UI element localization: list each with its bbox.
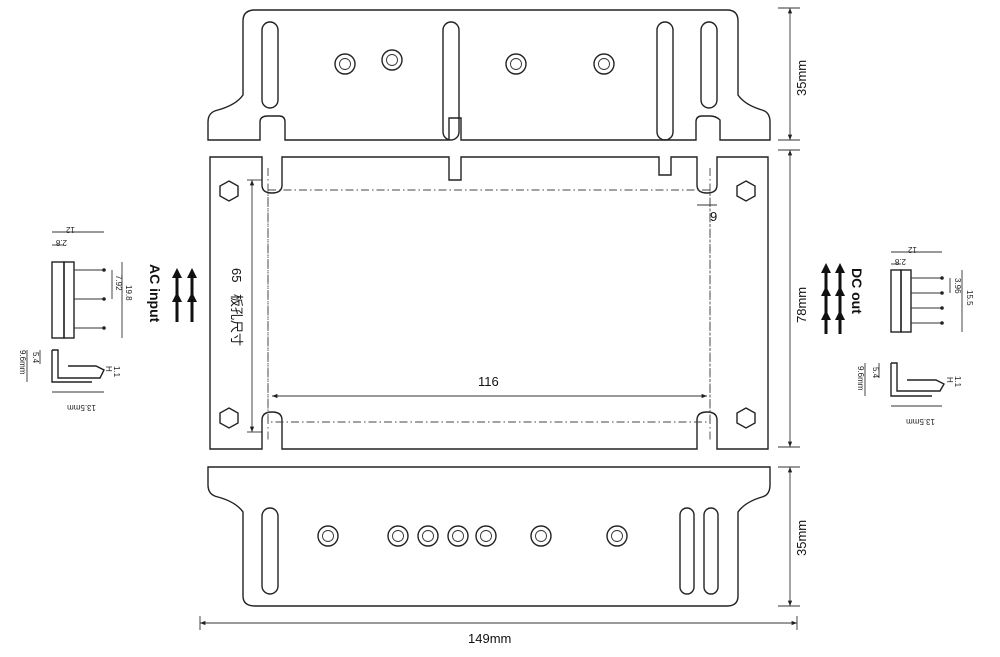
dc-length: 13.5mm xyxy=(906,417,935,426)
ac-connector-side-view: 5.4 9.6mm 1.1 H 13.5mm xyxy=(18,349,121,412)
dimension-9: 9 xyxy=(697,204,717,224)
dimension-116-label: 116 xyxy=(478,374,499,389)
dimension-65: 65 板孔尺寸 xyxy=(229,179,262,433)
hex-nut-bl xyxy=(219,407,239,429)
ac-body-depth: 2.8 xyxy=(55,238,67,247)
dc-side-height: 5.4 xyxy=(871,367,880,379)
dc-connector-top-view: 12 2.8 3.96 15.5 xyxy=(890,245,974,333)
width-dimension: 149mm xyxy=(199,616,798,646)
dimension-9-label: 9 xyxy=(710,209,717,224)
middle-plate: 65 板孔尺寸 116 9 xyxy=(209,156,769,450)
ac-input-label: AC input xyxy=(147,264,163,323)
ac-side-height: 5.4 xyxy=(31,352,40,364)
ac-length: 13.5mm xyxy=(67,403,96,412)
ac-connector-top-view: 12 2.8 7.92 19.8 xyxy=(51,225,133,339)
total-width-label: 149mm xyxy=(468,631,511,646)
bottom-slot-right-b xyxy=(703,507,719,595)
hex-nut-br xyxy=(736,407,756,429)
bottom-mounting-holes xyxy=(317,525,628,547)
dc-out-arrows xyxy=(821,263,845,334)
ac-overall-height: 19.8 xyxy=(124,285,133,301)
bottom-slot-left xyxy=(261,507,279,595)
bottom-slot-right-a xyxy=(679,507,695,595)
middle-height-label: 78mm xyxy=(794,287,809,323)
dimension-116: 116 xyxy=(272,374,707,399)
ac-input-section: AC input 12 2.8 7.92 19.8 5.4 9.6mm xyxy=(18,225,197,412)
dc-body-depth: 2.8 xyxy=(894,257,906,266)
bottom-height-label: 35mm xyxy=(794,520,809,556)
top-slot-left xyxy=(261,21,279,109)
dc-side-total: 9.6mm xyxy=(856,366,865,391)
dc-overall-height: 15.5 xyxy=(965,290,974,306)
dc-pin-length: 12 xyxy=(908,245,917,254)
top-slot-right-inner xyxy=(656,21,674,141)
dc-lead: 1.1 xyxy=(953,376,962,388)
top-slot-right xyxy=(700,21,718,109)
ac-pin-pitch: 7.92 xyxy=(114,275,123,291)
dc-connector-side-view: 5.4 9.6mm 1.1 H 13.5mm xyxy=(856,362,962,426)
hex-nut-tr xyxy=(736,180,756,202)
pcb-hole-outline xyxy=(267,168,711,440)
ac-h-mark: H xyxy=(104,366,113,372)
dc-out-label: DC out xyxy=(849,268,865,314)
ac-pin-length: 12 xyxy=(66,225,75,234)
top-mounting-holes xyxy=(334,49,615,75)
top-height-label: 35mm xyxy=(794,60,809,96)
ac-input-arrows xyxy=(172,268,197,322)
hex-nut-tl xyxy=(219,180,239,202)
dc-pin-pitch: 3.96 xyxy=(953,278,962,294)
right-dimensions: 35mm 78mm 35mm xyxy=(778,7,809,607)
ac-lead: 1.1 xyxy=(112,366,121,378)
ac-side-total: 9.6mm xyxy=(18,350,27,375)
dc-h-mark: H xyxy=(945,377,954,383)
bottom-bracket xyxy=(207,466,771,607)
top-bracket xyxy=(207,9,771,141)
dimension-65-label: 65 xyxy=(229,268,244,282)
dc-out-section: DC out 12 2.8 3.96 15.5 5.4 xyxy=(821,245,974,426)
top-slot-center xyxy=(442,21,460,141)
dimension-65-note: 板孔尺寸 xyxy=(229,294,244,346)
